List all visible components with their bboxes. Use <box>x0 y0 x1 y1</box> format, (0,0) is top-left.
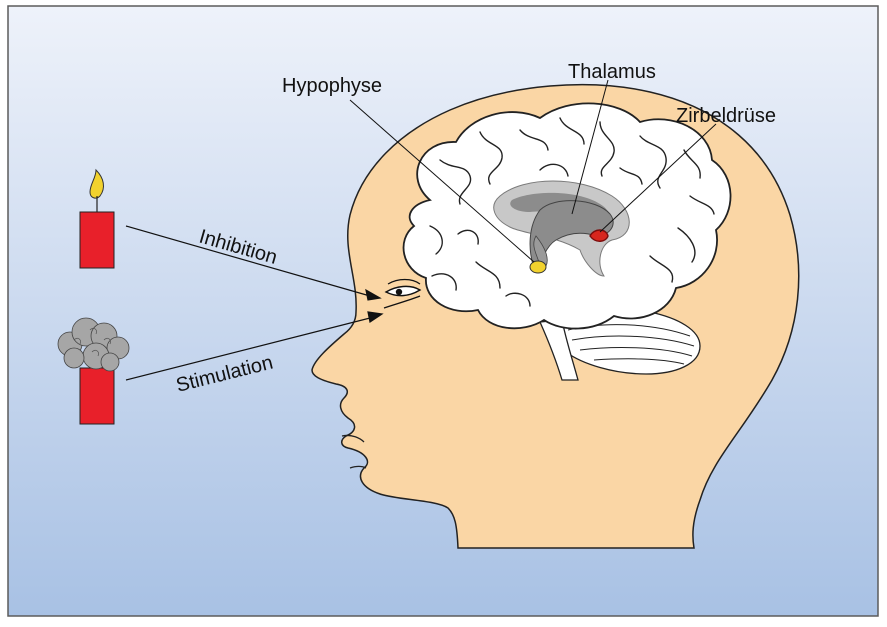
label-hypophyse: Hypophyse <box>282 75 382 97</box>
label-zirbeldruese: Zirbeldrüse <box>676 105 776 127</box>
label-thalamus: Thalamus <box>568 61 656 83</box>
pineal-gland <box>590 230 608 241</box>
pituitary-gland <box>530 261 546 273</box>
